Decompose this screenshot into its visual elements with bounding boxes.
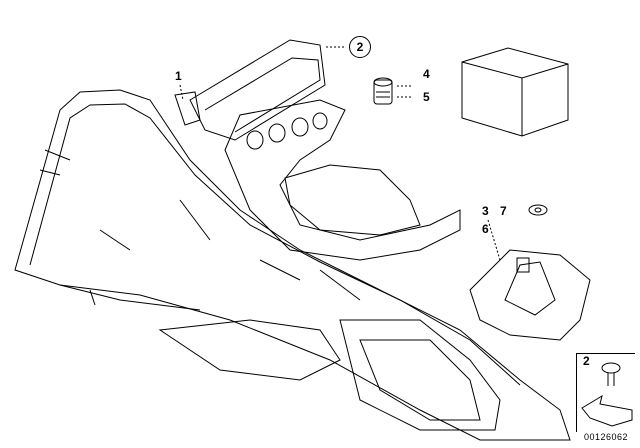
part-label-4: 4 — [423, 67, 430, 81]
part-label-5: 5 — [423, 90, 430, 104]
plug-part — [373, 77, 393, 105]
inset-screw-and-arrow — [581, 362, 633, 427]
shift-boot-part — [469, 249, 591, 341]
washer-part — [528, 204, 548, 216]
cube-part — [461, 47, 569, 137]
part-label-1: 1 — [175, 69, 182, 83]
inset-label-2: 2 — [583, 354, 590, 368]
inset-box — [576, 353, 635, 432]
reference-number: 00126062 — [584, 432, 629, 442]
part-label-3: 3 — [482, 204, 489, 218]
storage-compartment — [174, 39, 326, 141]
center-console-outline — [14, 89, 571, 441]
part-label-2-circled: 2 — [349, 36, 371, 58]
part-label-7: 7 — [500, 204, 507, 218]
part-label-6: 6 — [482, 222, 489, 236]
trim-panel — [224, 99, 461, 261]
